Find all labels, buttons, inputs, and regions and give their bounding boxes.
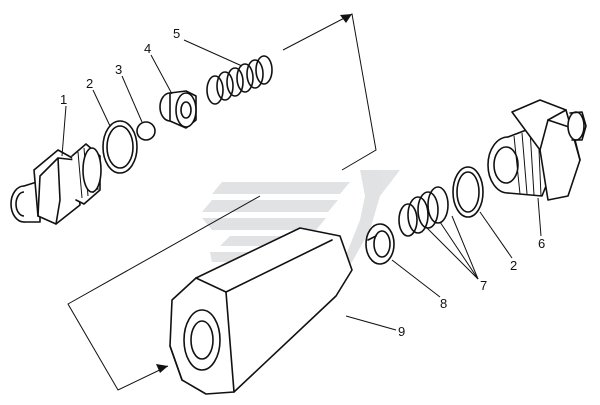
callout-8: 8 (440, 296, 447, 311)
callout-9: 9 (398, 324, 405, 339)
part-6-fitting (487, 99, 587, 201)
part-2-oring-left (102, 120, 138, 174)
callout-labels: 1 2 3 4 5 6 2 7 8 9 (60, 26, 545, 339)
callout-2-right: 2 (510, 258, 517, 273)
part-8-ring (365, 223, 395, 265)
part-4-bushing (159, 90, 197, 129)
callout-5: 5 (173, 26, 180, 41)
part-3-ball (136, 121, 156, 141)
part-2-oring-right (452, 166, 484, 218)
callout-1: 1 (60, 92, 67, 107)
part-1-fitting (10, 143, 102, 225)
callout-2-left: 2 (86, 76, 93, 91)
callout-3: 3 (115, 62, 122, 77)
callout-4: 4 (144, 41, 151, 56)
part-9-hex-body (169, 227, 353, 395)
part-7-springs (398, 186, 449, 237)
callout-7: 7 (480, 278, 487, 293)
part-5-spring (206, 55, 273, 105)
leader-lines (61, 39, 542, 331)
assembly-arrow-top (282, 13, 377, 171)
callout-6: 6 (538, 236, 545, 251)
assembly-arrow-left (67, 195, 261, 391)
